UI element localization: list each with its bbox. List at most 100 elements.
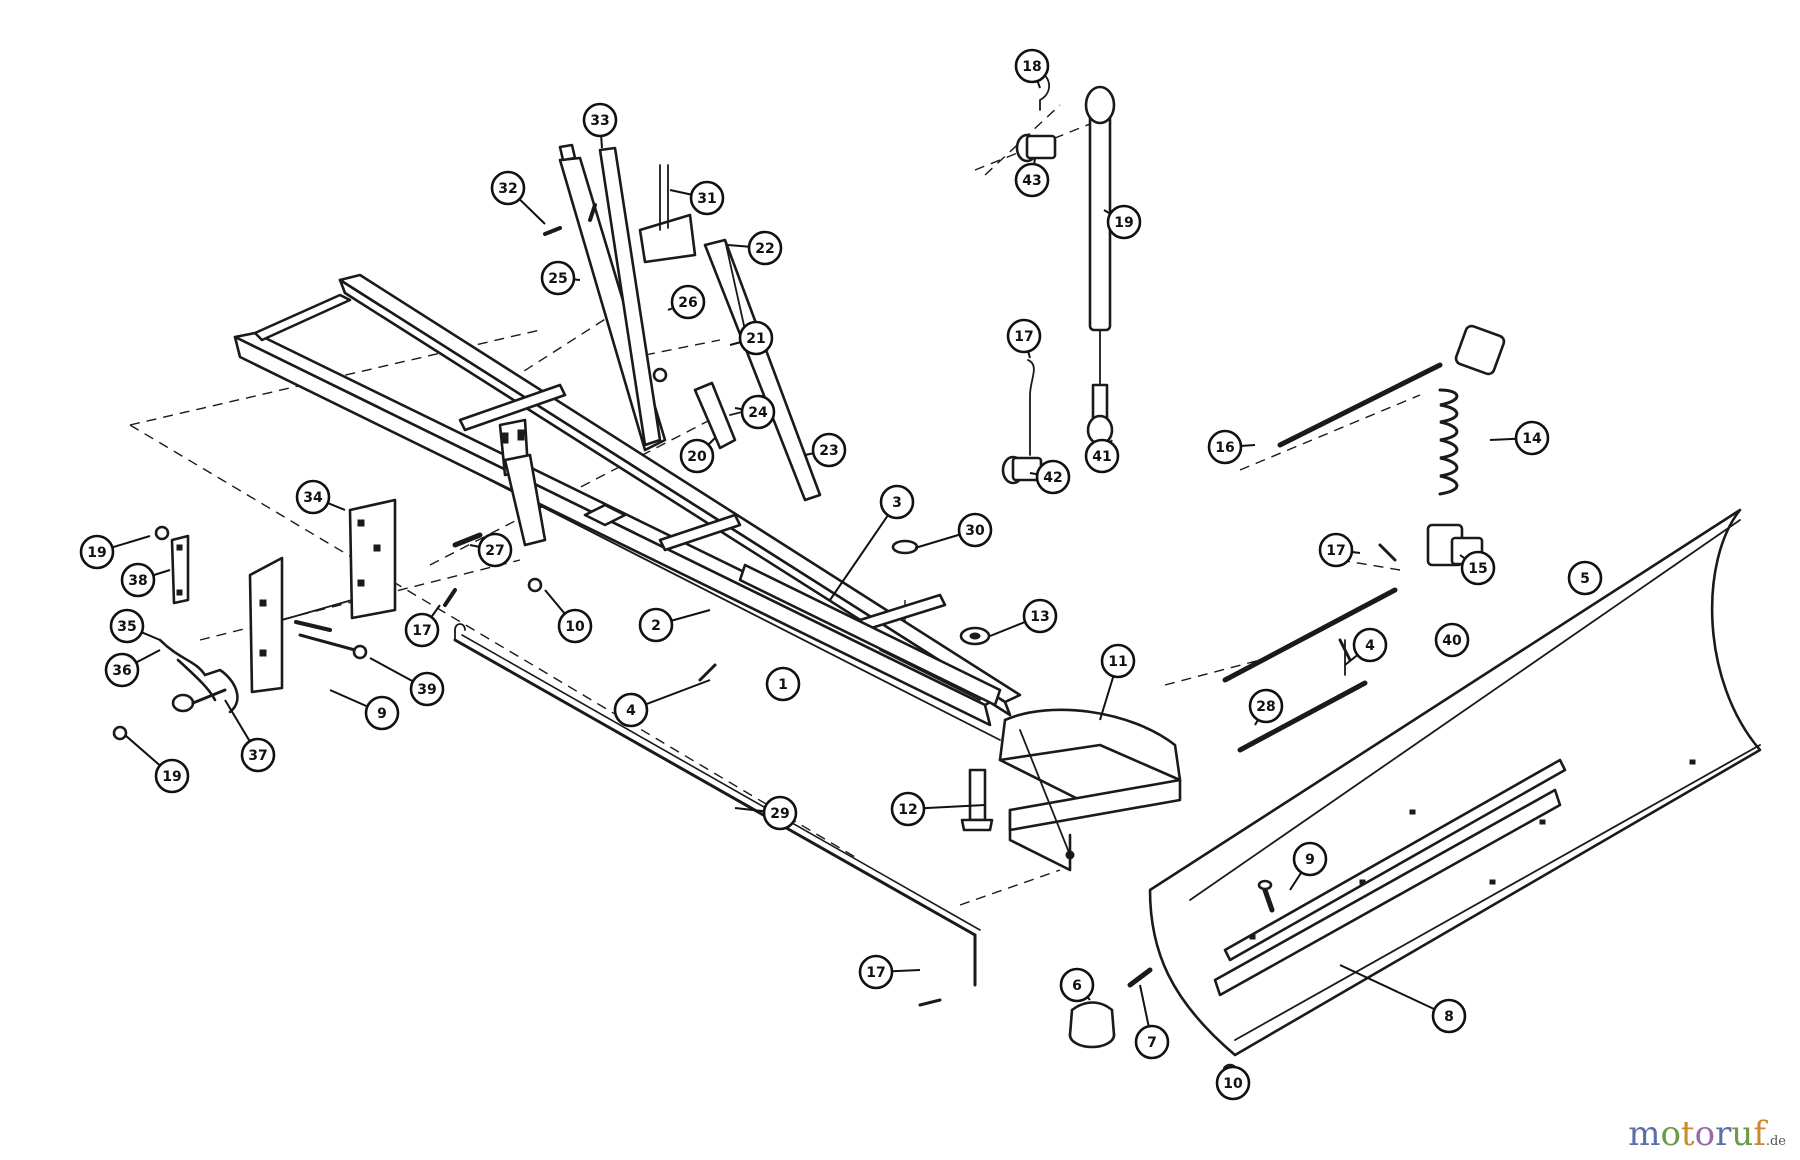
callout-circle [557,608,593,644]
callout-circle [1014,162,1050,198]
callout-19: 19 [1103,204,1142,240]
callout-9: 9 [329,689,400,731]
callout-circle [1292,841,1328,877]
callout-number: 4 [626,703,636,719]
callout-number: 19 [87,545,106,561]
callout-number: 23 [819,443,838,459]
callout-circle [1006,318,1042,354]
callout-10: 10 [1215,1065,1251,1101]
watermark-letter: f [1753,1114,1766,1154]
callout-circle [240,737,276,773]
callout-number: 42 [1043,470,1062,486]
callout-circle [1022,598,1058,634]
callout-circle [540,260,576,296]
callout-circle [490,170,526,206]
callout-number: 39 [417,682,436,698]
callout-number: 27 [485,543,504,559]
callout-number: 43 [1022,173,1041,189]
callout-circle [811,432,847,468]
callout-circle [890,791,926,827]
callout-circle [1318,532,1354,568]
callout-circle [404,612,440,648]
callout-circle [477,532,513,568]
callout-number: 4 [1365,638,1375,654]
callout-circle [1567,560,1603,596]
callout-7: 7 [1134,984,1170,1060]
callout-circle [104,652,140,688]
callout-number: 3 [892,495,902,511]
callout-circle [1514,420,1550,456]
hinge-bracket-part [498,418,547,547]
callout-number: 19 [162,769,181,785]
callout-number: 13 [1030,609,1049,625]
callout-23: 23 [804,432,847,468]
callout-number: 10 [1223,1076,1243,1092]
callout-17: 17 [1318,532,1361,568]
callout-circle [79,534,115,570]
lift-rod-part [1084,85,1116,446]
callout-circle [1100,643,1136,679]
callout-number: 7 [1147,1035,1157,1051]
callout-25: 25 [540,260,581,296]
callout-number: 14 [1522,431,1542,447]
callout-circle [1352,627,1388,663]
callout-16: 16 [1207,429,1256,465]
callout-circle [738,320,774,356]
hitch-pin-part [158,620,368,714]
watermark-suffix: .de [1765,1134,1786,1149]
callout-42: 42 [1029,459,1071,495]
callout-leader-line [1339,964,1450,1017]
callout-circle [638,607,674,643]
callout-27: 27 [469,532,513,568]
callout-number: 36 [112,663,131,679]
callout-30: 30 [914,512,993,549]
callout-number: 17 [866,965,885,981]
hitch-plates-part [170,498,397,694]
callout-number: 26 [678,295,697,311]
callout-number: 9 [377,706,387,722]
callout-leader-line [829,501,898,601]
watermark-text: motoruf [1628,1114,1766,1154]
callout-number: 28 [1256,699,1275,715]
callout-circle [1084,438,1120,474]
pins-and-clevis-part [1001,69,1057,485]
callout-5: 5 [1567,560,1603,596]
callout-number: 17 [1326,543,1345,559]
callout-number: 17 [412,623,431,639]
callout-36: 36 [104,649,161,688]
callout-circle [582,102,618,138]
callout-19: 19 [79,534,151,570]
callout-circle [765,666,801,702]
callout-26: 26 [667,284,706,320]
callout-35: 35 [109,608,161,644]
small-hardware-part [112,203,1397,1077]
callout-number: 18 [1022,59,1041,75]
callout-number: 38 [128,573,147,589]
watermark-letter: t [1680,1114,1695,1154]
callout-20: 20 [679,437,716,474]
callout-number: 21 [746,331,765,347]
callout-31: 31 [669,180,725,216]
callout-circle [613,692,649,728]
watermark-letter: u [1731,1114,1754,1154]
callout-number: 11 [1108,654,1127,670]
spring-assembly-part [1222,324,1506,753]
callout-circle [1434,622,1470,658]
lift-lever-part [558,143,822,502]
callout-circle [957,512,993,548]
callout-circle [762,795,798,831]
callout-43: 43 [1014,157,1050,198]
callout-34: 34 [295,479,346,515]
callout-6: 6 [1059,967,1095,1003]
callout-number: 35 [117,619,136,635]
callout-number: 22 [755,241,774,257]
callout-number: 1 [778,677,788,693]
callout-4: 4 [613,679,711,728]
callout-number: 15 [1468,561,1487,577]
callout-circle [120,562,156,598]
callout-14: 14 [1489,420,1550,456]
callout-32: 32 [490,170,546,225]
callout-number: 34 [303,490,323,506]
